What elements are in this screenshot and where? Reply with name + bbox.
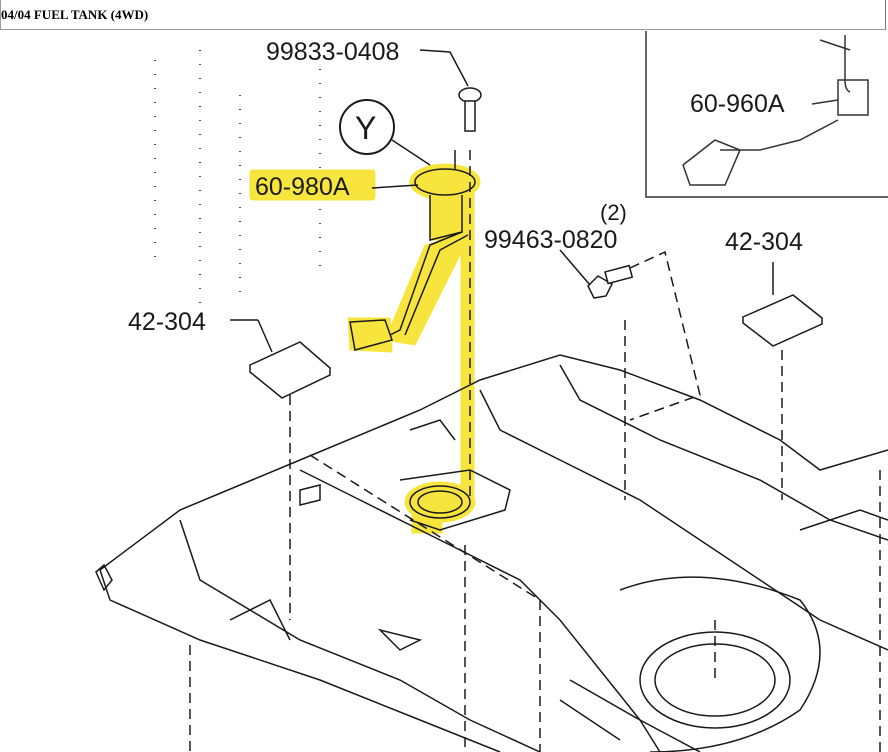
fuel-pump-part [349,150,476,500]
callout-screw: 99833-0408 [266,38,399,66]
callout-fuel-pump: 60-980A [255,173,350,201]
fuel-tank-body [95,354,888,752]
view-marker-y: Y [339,99,431,166]
title-bar-edge [885,0,886,30]
sender-detail-inset [645,31,888,198]
highlight-marks [249,163,481,534]
callout-pad-right: 42-304 [725,228,803,256]
guide-dots [154,50,321,330]
pad-left [230,319,332,620]
callout-bolt-qty: (2) [600,200,627,225]
fuel-tank-diagram: Y [95,31,888,752]
callout-bolt: 99463-0820 [484,226,617,254]
pad-right [741,262,824,500]
callout-pad-left: 42-304 [128,308,206,336]
callout-fuel-pump-leader [371,184,419,189]
alignment-dashes [189,320,881,752]
bolt-part [559,249,701,421]
title-bar: 04/04 FUEL TANK (4WD) [0,0,886,30]
view-marker-y-label: Y [355,110,376,146]
diagram-title: 04/04 FUEL TANK (4WD) [1,7,149,22]
callout-sender: 60-960A [690,90,785,118]
screw-part [419,49,482,132]
